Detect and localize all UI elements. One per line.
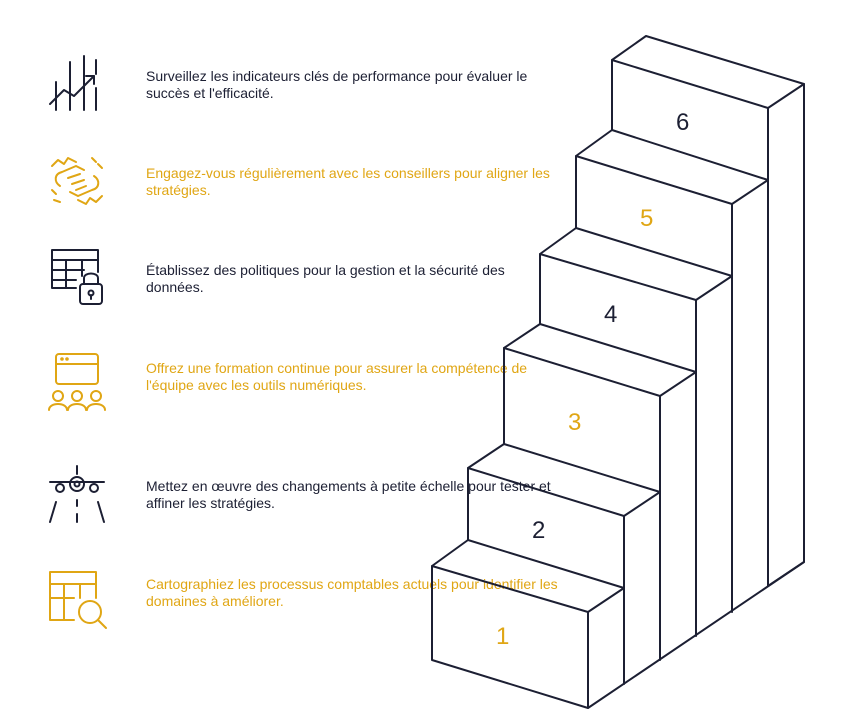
step-text-2: Mettez en œuvre des changements à petite…: [146, 478, 551, 511]
step-number-4: 4: [604, 301, 617, 328]
airplane-runway-icon: [46, 462, 108, 524]
table-search-icon: [46, 568, 108, 630]
step-block-6: [611, 35, 805, 587]
step-text-1: Cartographiez les processus comptables a…: [146, 576, 558, 609]
handshake-icon: [46, 150, 108, 212]
step-block-3: [503, 323, 697, 661]
step-block-5: [575, 129, 769, 613]
training-group-icon: [46, 352, 108, 414]
step-block-4: [539, 227, 733, 637]
chart-growth-icon: [46, 52, 108, 114]
step-text-6: Surveillez les indicateurs clés de perfo…: [146, 68, 528, 101]
step-number-6: 6: [676, 109, 689, 136]
step-number-1: 1: [496, 623, 509, 650]
step-number-5: 5: [640, 205, 653, 232]
step-block-2: [467, 443, 661, 685]
step-text-3: Offrez une formation continue pour assur…: [146, 360, 528, 393]
step-block-1: [431, 539, 805, 709]
step-text-4: Établissez des politiques pour la gestio…: [146, 262, 505, 295]
step-number-3: 3: [568, 409, 581, 436]
table-lock-icon: [46, 246, 108, 308]
step-number-2: 2: [532, 517, 545, 544]
step-text-5: Engagez-vous régulièrement avec les cons…: [146, 165, 550, 198]
